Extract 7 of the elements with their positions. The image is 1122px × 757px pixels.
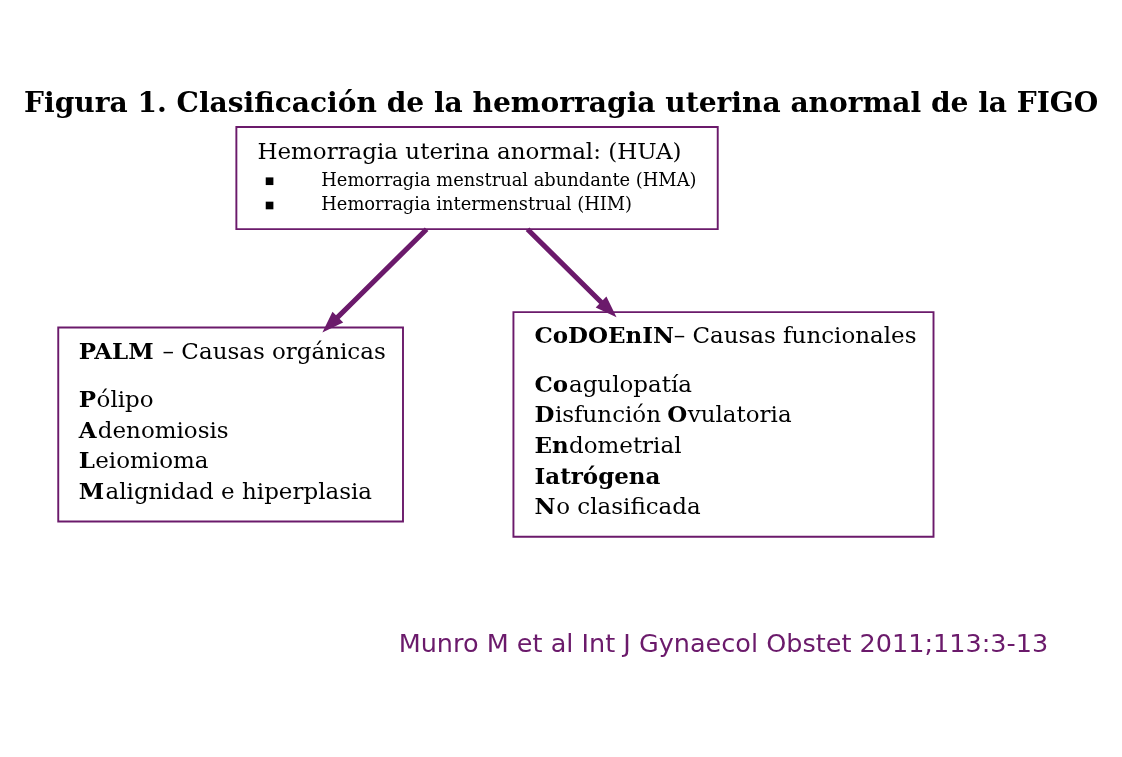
caption: Munro M et al Int J Gynaecol Obstet 2011;113:3-13 [398, 627, 1049, 658]
diagram-title: Figura 1. Clasificación de la hemorragia uterina anormal de la FIGO [24, 86, 1099, 120]
node-box: CoDOEnIN– Causas funcionales Coagulopatía Disfunción Ovulatoria Endometrial Iatrógena No clasificada [512, 311, 935, 538]
arrow [322, 227, 429, 333]
arrow [525, 227, 617, 318]
node-box: Hemorragia uterina anormal: (HUA) Hemorragia menstrual abundante (HMA) Hemorragia intermenstrual (HIM) [235, 126, 719, 231]
node-box: PALM – Causas orgánicas Pólipo Adenomiosis Leiomioma Malignidad e hiperplasia [57, 326, 404, 523]
